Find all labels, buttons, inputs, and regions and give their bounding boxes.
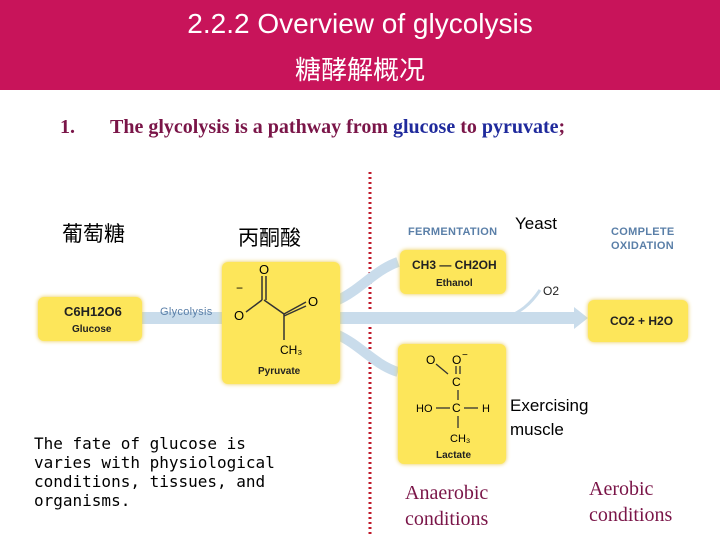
svg-text:HO: HO [416,403,433,415]
svg-text:O: O [308,294,318,309]
muscle-label: muscle [510,420,564,439]
svg-text:C: C [452,375,461,389]
oxidation-label: OXIDATION [611,240,674,252]
co2-h2o-box [588,300,688,342]
aerobic-line1: Aerobic [589,478,654,500]
pyruvate-cjk-label: 丙酮酸 [238,226,301,250]
pyruvate-structure: − O O O CH₃ [234,262,318,357]
slide-subtitle: 糖酵解概况 [294,56,425,86]
point-semicolon: ; [558,116,566,138]
svg-text:CH₃: CH₃ [450,433,470,445]
anaerobic-line2: conditions [405,508,489,530]
o2-arrow [505,289,542,320]
svg-text:H: H [482,403,490,415]
svg-text:CH₃: CH₃ [280,343,302,357]
fate-note-line: conditions, tissues, and [34,472,266,491]
pyruvate-box [222,262,340,384]
slide-title: 2.2.2 Overview of glycolysis [187,8,533,39]
lactate-box-label: Lactate [436,450,472,461]
exercising-label: Exercising [510,396,589,415]
fermentation-label: FERMENTATION [408,226,498,238]
fate-note: The fate of glucose is varies with physi… [34,434,275,510]
aerobic-conditions: Aerobic conditions [589,476,672,528]
complete-label: COMPLETE [611,226,675,238]
pyruvate-box-label: Pyruvate [258,366,301,377]
svg-text:C: C [452,401,461,415]
point-text-before: The glycolysis is a pathway from [110,116,393,138]
lactate-box [398,344,506,464]
to-lactate-arrow [335,330,400,377]
co2-h2o-formula: CO2 + H2O [610,314,674,328]
glycolysis-label: Glycolysis [160,306,213,318]
fate-note-line: varies with physiological [34,453,275,472]
lactate-structure: O O − C HO C H CH₃ [416,350,490,445]
point-to: to [455,116,482,138]
svg-text:−: − [236,281,243,295]
ethanol-box-label: Ethanol [436,278,473,289]
fate-note-line: organisms. [34,491,131,510]
glucose-cjk-label: 葡萄糖 [62,222,125,246]
ethanol-box [400,250,506,294]
o2-label: O2 [543,284,560,298]
glucose-box-label: Glucose [72,324,112,335]
oxidation-arrowhead [574,307,588,329]
aerobic-line2: conditions [589,504,673,526]
glucose-box [38,297,142,341]
ethanol-formula: CH3 — CH2OH [412,258,497,272]
title-banner: 2.2.2 Overview of glycolysis 糖酵解概况 [0,0,720,90]
point-pyruvate: pyruvate [481,116,559,138]
anaerobic-conditions: Anaerobic conditions [405,480,488,532]
glucose-formula: C6H12O6 [64,304,122,319]
svg-text:O: O [426,353,435,367]
point-glucose: glucose [392,116,456,138]
svg-text:O: O [234,308,244,323]
point-text: The glycolysis is a pathway from glucose… [110,116,565,139]
yeast-label: Yeast [515,214,557,233]
svg-text:O: O [259,262,269,277]
svg-text:O: O [452,353,461,367]
svg-text:−: − [462,350,468,361]
point-number: 1. [60,116,75,138]
anaerobic-line1: Anaerobic [405,482,489,504]
fate-note-line: The fate of glucose is [34,434,246,453]
to-ethanol-arrow [335,257,400,305]
